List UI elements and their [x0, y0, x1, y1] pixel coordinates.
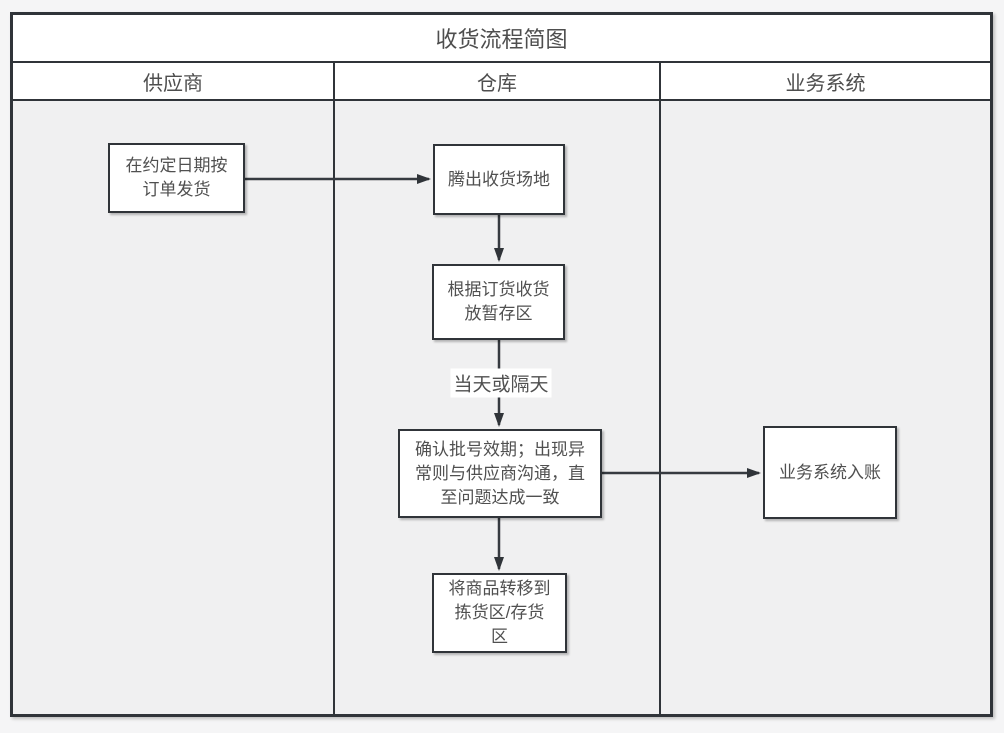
diagram-title-band: 收货流程简图: [13, 15, 990, 63]
lane-header-business-system-label: 业务系统: [785, 72, 866, 95]
node-confirm-batch-validity: 确认批号效期；出现异 常则与供应商沟通，直 至问题达成一致: [398, 429, 602, 518]
lane-business-system: [661, 101, 990, 714]
lane-header-supplier: 供应商: [13, 63, 335, 99]
node-ship-on-agreed-date: 在约定日期按 订单发货: [108, 143, 245, 213]
lane-body: [13, 101, 990, 714]
node-receive-to-staging: 根据订货收货 放暂存区: [432, 264, 565, 340]
lane-warehouse: [335, 101, 661, 714]
node-move-to-picking-area: 将商品转移到 拣货区/存货 区: [432, 573, 567, 653]
lane-header-business-system: 业务系统: [661, 63, 990, 99]
node-clear-receiving-area: 腾出收货场地: [433, 144, 565, 215]
lane-header-row: 供应商 仓库 业务系统: [13, 63, 990, 101]
lane-header-warehouse: 仓库: [335, 63, 661, 99]
node-business-system-entry: 业务系统入账: [763, 426, 897, 519]
lane-header-supplier-label: 供应商: [143, 72, 203, 95]
edge-label-same-or-next-day: 当天或隔天: [450, 368, 552, 398]
lane-header-warehouse-label: 仓库: [477, 72, 517, 95]
lane-supplier: [13, 101, 335, 714]
diagram-title: 收货流程简图: [435, 27, 568, 52]
